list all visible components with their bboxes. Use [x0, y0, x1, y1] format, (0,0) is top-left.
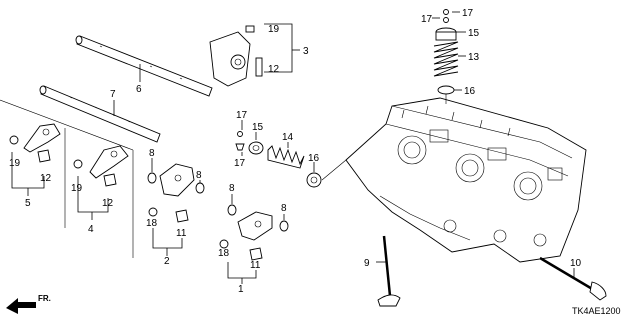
rocker-shaft-lower[interactable] [39, 85, 161, 143]
callout-9: 9 [364, 258, 370, 269]
callout-7: 7 [110, 89, 116, 100]
callout-17a: 17 [236, 110, 248, 121]
rocker-arm-assembly-5[interactable] [9, 123, 61, 163]
front-direction-label: FR. [38, 294, 51, 303]
callout-10: 10 [570, 258, 582, 269]
callout-19c: 19 [71, 183, 83, 194]
callout-2: 2 [164, 256, 170, 267]
rocker-arm-assembly-1[interactable] [219, 204, 289, 261]
rocker-arm-assembly-3[interactable] [209, 25, 263, 87]
rocker-shaft-upper[interactable] [75, 35, 213, 97]
valve-spring-group-middle[interactable] [235, 131, 322, 188]
valve-spring-stack-right[interactable] [433, 9, 459, 95]
callout-14: 14 [282, 132, 294, 143]
front-direction-arrow-icon [6, 298, 36, 314]
callout-13: 13 [468, 52, 480, 63]
callout-19a: 19 [268, 24, 280, 35]
callout-18a: 18 [146, 218, 158, 229]
callout-6: 6 [136, 84, 142, 95]
diagram-code: TK4AE1200 [572, 306, 621, 316]
callout-12b: 12 [40, 173, 52, 184]
callout-12c: 12 [102, 198, 114, 209]
callout-8c: 8 [229, 183, 235, 194]
rocker-arm-assembly-2[interactable] [147, 163, 205, 223]
callout-8d: 8 [281, 203, 287, 214]
callout-1: 1 [238, 284, 244, 295]
callout-11a: 11 [176, 228, 187, 239]
rocker-arm-assembly-4[interactable] [73, 145, 129, 187]
callout-5: 5 [25, 198, 31, 209]
callout-15b: 15 [468, 28, 480, 39]
exhaust-valve[interactable] [539, 256, 607, 301]
callout-18b: 18 [218, 248, 230, 259]
callout-19b: 19 [9, 158, 21, 169]
callout-17b: 17 [234, 158, 246, 169]
callout-12a: 12 [268, 64, 280, 75]
callout-16a: 16 [308, 153, 320, 164]
callout-8a: 8 [149, 148, 155, 159]
callout-8b: 8 [196, 170, 202, 181]
callout-17c: 17 [421, 14, 433, 25]
callout-16b: 16 [464, 86, 476, 97]
intake-valve[interactable] [377, 235, 401, 307]
callout-11b: 11 [250, 260, 261, 271]
callout-3: 3 [303, 46, 309, 57]
callout-15a: 15 [252, 122, 264, 133]
cylinder-head [345, 94, 587, 263]
callout-4: 4 [88, 224, 94, 235]
callout-17d: 17 [462, 8, 474, 19]
